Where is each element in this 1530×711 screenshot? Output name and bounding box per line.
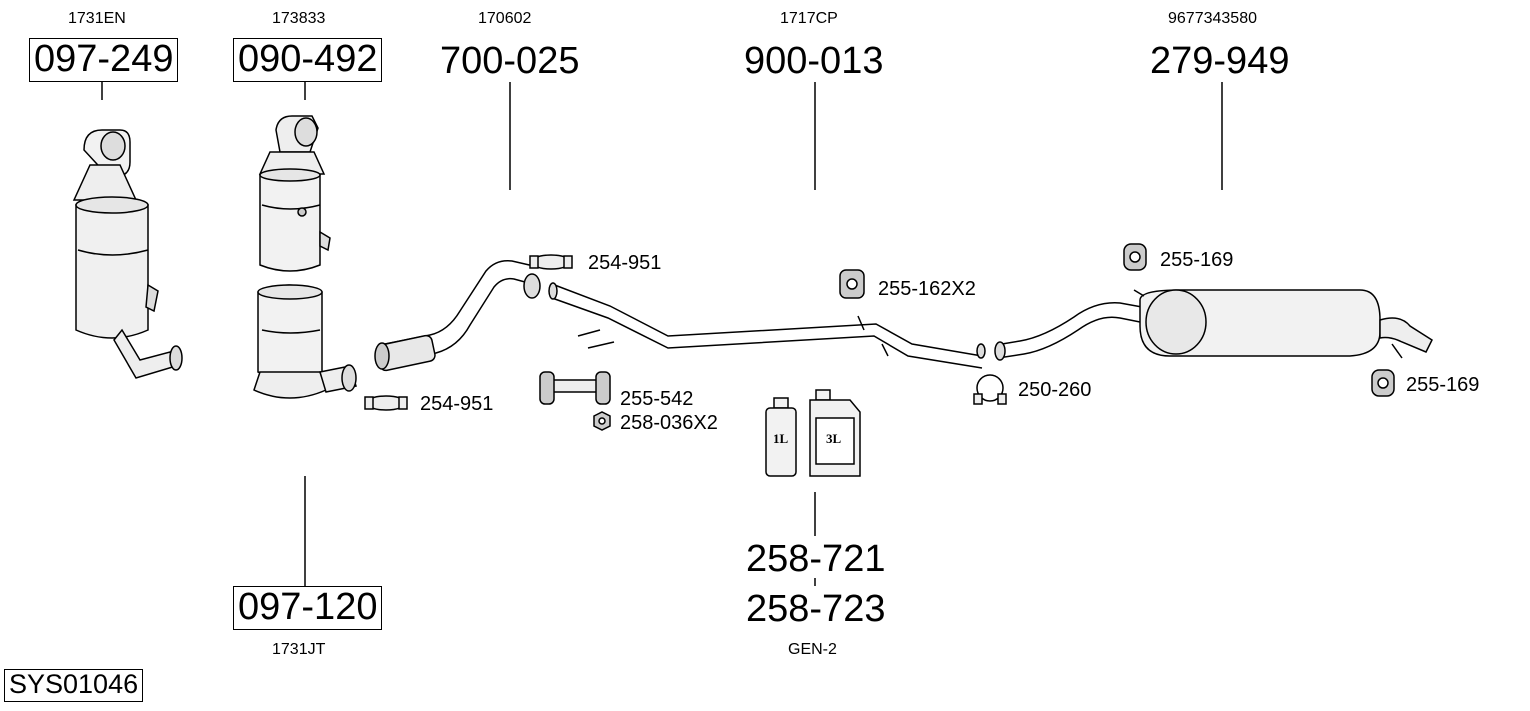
clamp-250-260	[973, 374, 1007, 405]
can-1l	[765, 397, 797, 477]
fitting-label-254-951-lower[interactable]: 254-951	[420, 393, 494, 415]
fitting-label-255-162[interactable]: 255-162X2	[878, 278, 976, 300]
can-3l	[809, 389, 861, 477]
diagram-id: SYS01046	[4, 669, 144, 702]
part-number-258-723[interactable]: 258-723	[746, 588, 886, 630]
fitting-label-250-260[interactable]: 250-260	[1018, 379, 1092, 401]
rear-silencer-279-949	[994, 289, 1433, 361]
particulate-filter-097-120	[253, 284, 357, 399]
can-1l-label: 1L	[773, 431, 789, 446]
part-number-258-721[interactable]: 258-721	[746, 538, 886, 580]
part-number-900-013[interactable]: 900-013	[744, 40, 884, 82]
oe-number-700-025: 170602	[478, 10, 532, 27]
fitting-label-258-036[interactable]: 258-036X2	[620, 412, 718, 434]
front-pipe-700-025	[374, 259, 541, 372]
rubber-mount-255-169-lower	[1371, 369, 1395, 397]
rubber-mount-255-162	[839, 269, 865, 299]
part-number-097-249[interactable]: 097-249	[29, 38, 179, 82]
clamp-254-951-lower	[364, 395, 408, 411]
oe-number-097-120: 1731JT	[272, 641, 326, 658]
oe-number-090-492: 173833	[272, 10, 326, 27]
particulate-filter-090-492	[258, 115, 331, 272]
clamp-254-951-upper	[529, 254, 573, 270]
fitting-label-255-542[interactable]: 255-542	[620, 388, 694, 410]
bracket-255-542	[539, 329, 615, 405]
oe-number-900-013: 1717CP	[780, 10, 838, 27]
catalytic-converter-097-249	[72, 129, 183, 379]
oe-number-097-249: 1731EN	[68, 10, 126, 27]
rubber-mount-255-169-upper	[1123, 243, 1147, 271]
part-number-700-025[interactable]: 700-025	[440, 40, 580, 82]
fitting-label-255-169-upper[interactable]: 255-169	[1160, 249, 1234, 271]
part-number-097-120[interactable]: 097-120	[233, 586, 383, 630]
part-number-090-492[interactable]: 090-492	[233, 38, 383, 82]
oe-number-258-721: GEN-2	[788, 641, 837, 658]
leader-lines	[101, 82, 1223, 588]
middle-pipe-900-013	[548, 282, 986, 369]
oe-number-279-949: 9677343580	[1168, 10, 1257, 27]
fitting-label-254-951-upper[interactable]: 254-951	[588, 252, 662, 274]
fitting-label-255-169-lower[interactable]: 255-169	[1406, 374, 1480, 396]
nut-258-036	[593, 411, 611, 431]
can-3l-label: 3L	[826, 431, 842, 446]
part-number-279-949[interactable]: 279-949	[1150, 40, 1290, 82]
